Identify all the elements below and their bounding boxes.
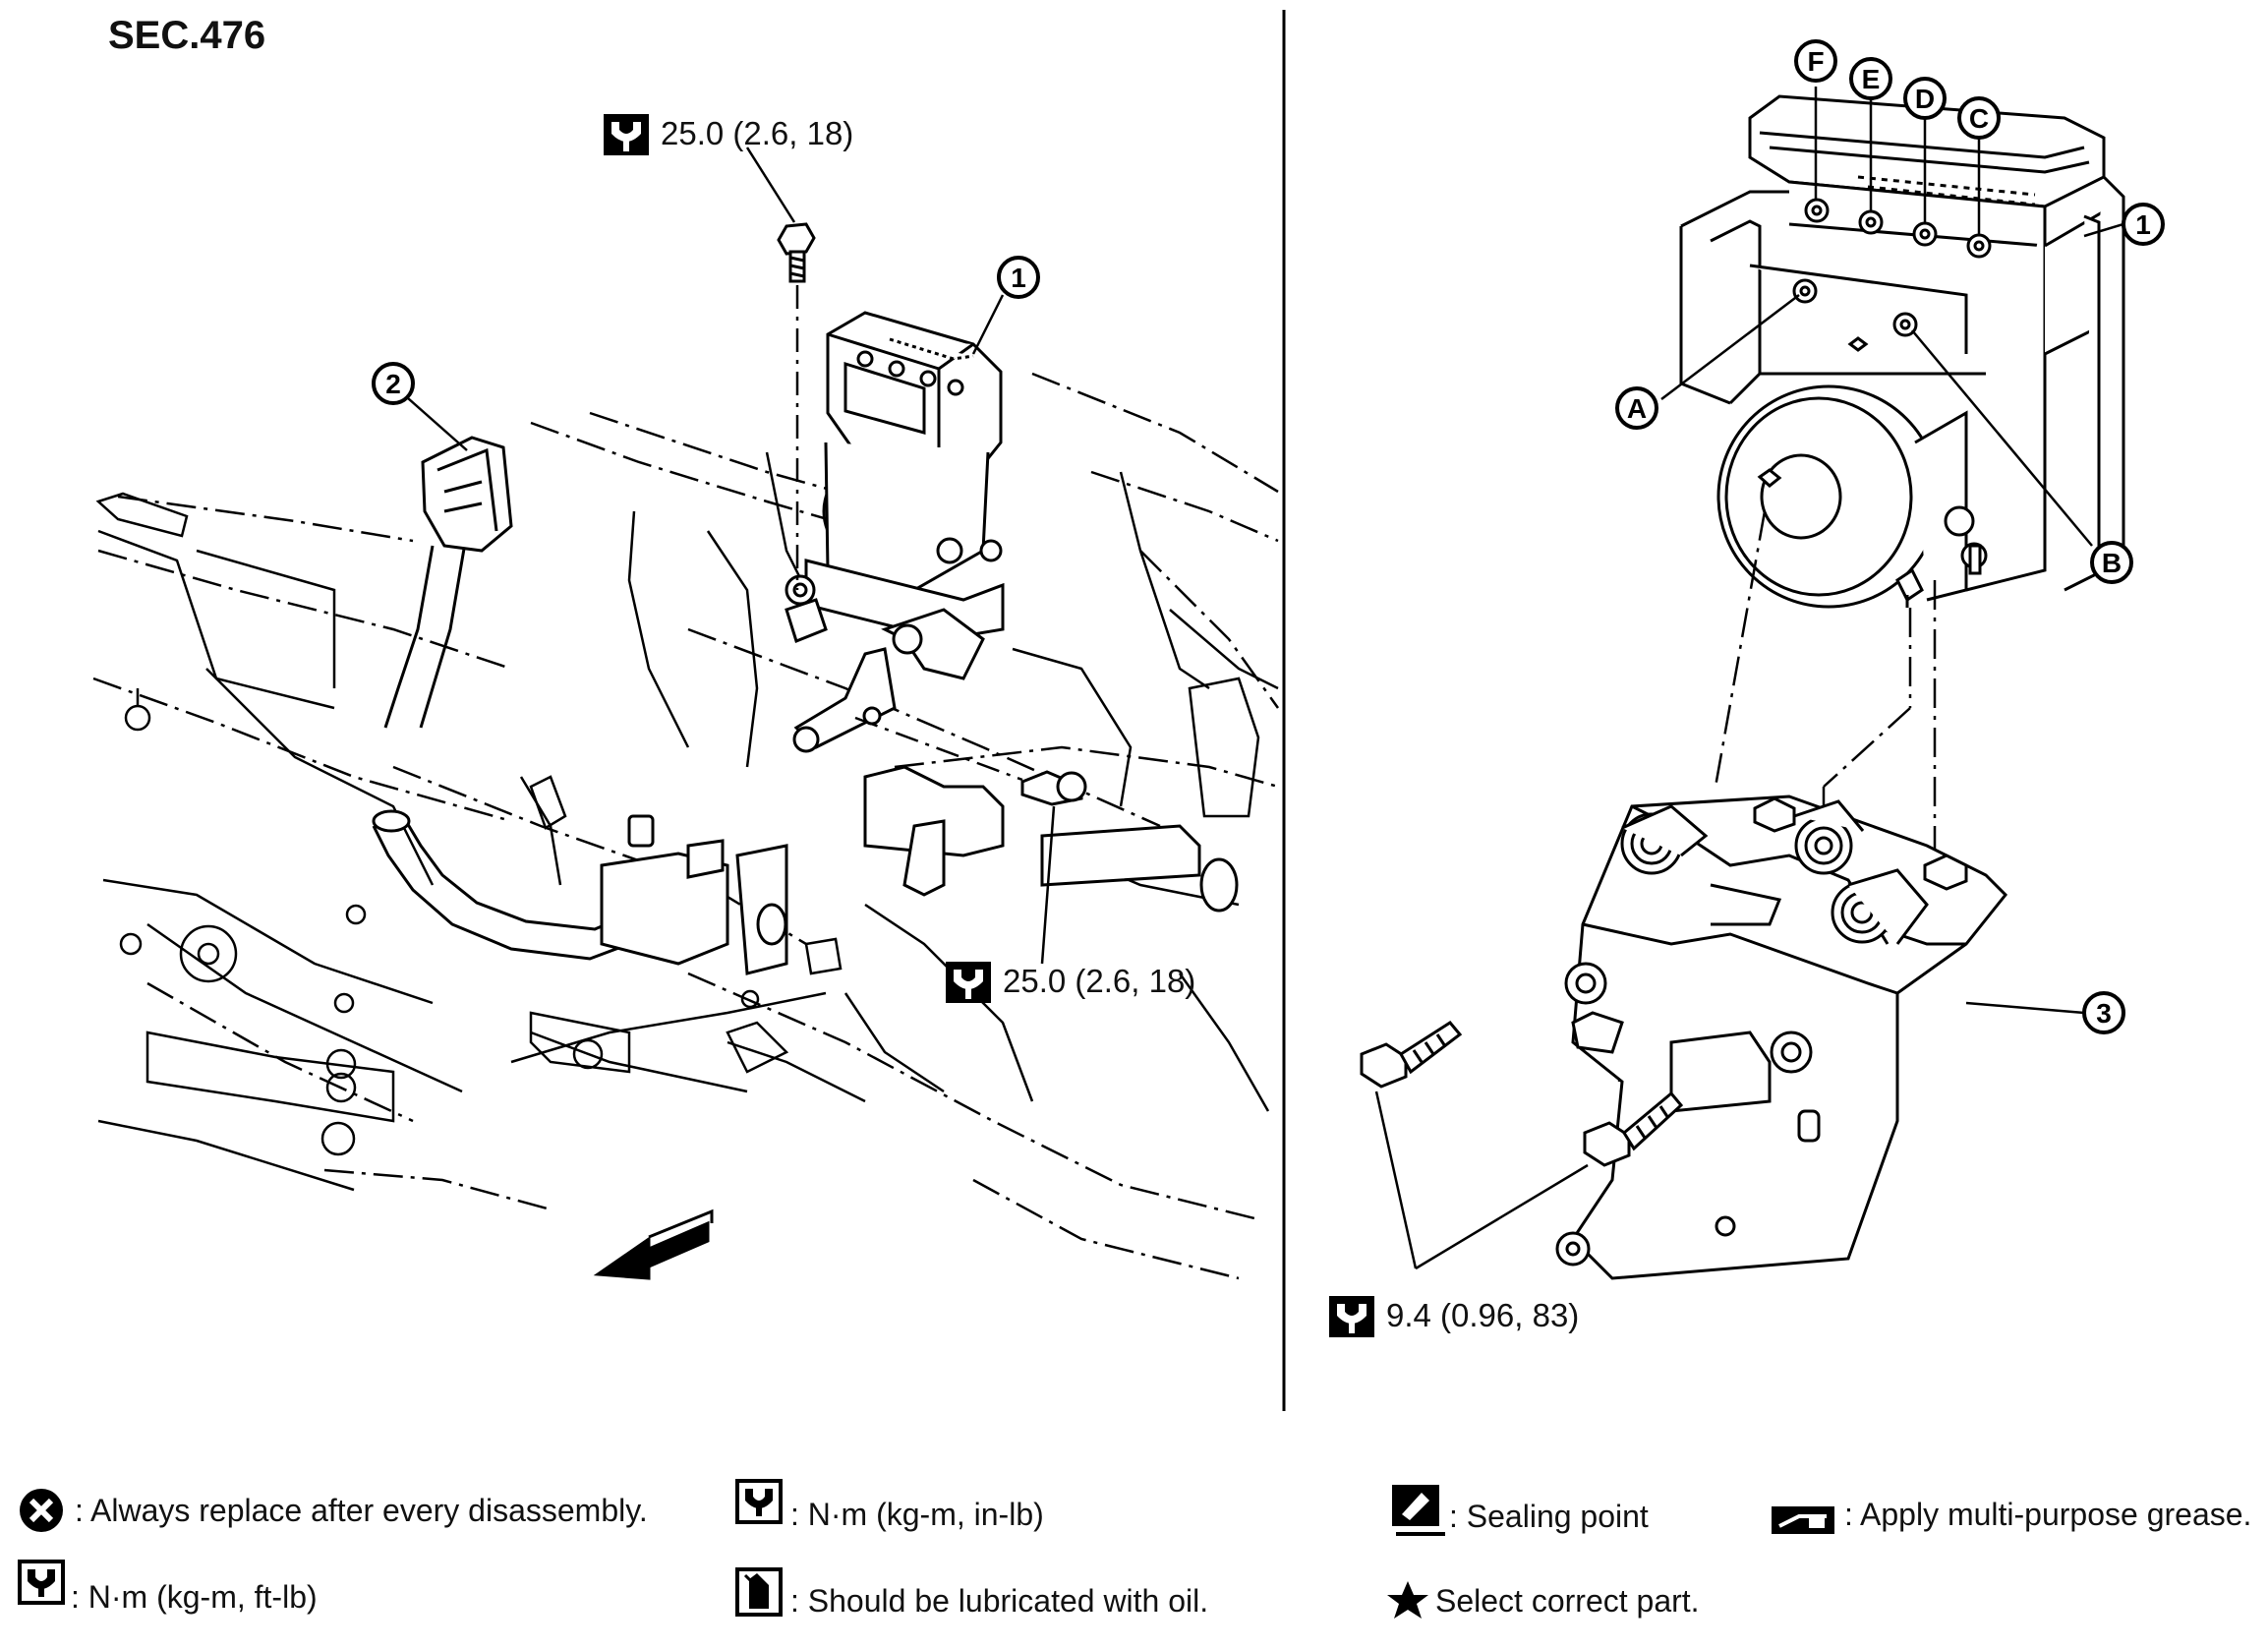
torque-wrench-icon: [735, 1479, 783, 1524]
harness-connector: [383, 436, 513, 729]
torque-spec-middle: 25.0 (2.6, 18): [1003, 963, 1196, 999]
callout-C-label: C: [1969, 103, 1989, 134]
legend-select: Select correct part.: [1435, 1583, 1700, 1619]
sealing-icon: [1392, 1485, 1445, 1536]
legend-sealing: : Sealing point: [1449, 1499, 1649, 1534]
legend-oil: : Should be lubricated with oil.: [790, 1583, 1209, 1619]
callout-B: [2090, 541, 2133, 584]
callout-1-right: [2122, 203, 2165, 246]
top-bolt: [745, 147, 816, 590]
legend-nm-inlb: : N·m (kg-m, in-lb): [790, 1497, 1044, 1532]
vehicle-body-linework: [92, 372, 1280, 1280]
section-label: SEC.476: [108, 14, 266, 57]
callout-3-label: 3: [2096, 998, 2112, 1029]
front-arrow-icon: [593, 1208, 714, 1280]
callout-D: [1903, 77, 1947, 120]
legend-replace: : Always replace after every disassembly…: [75, 1493, 648, 1528]
callout-circles: [372, 39, 2165, 1034]
mounting-bracket-right: [1555, 795, 2008, 1280]
torque-wrench-icon: [604, 114, 649, 155]
callout-E: [1849, 57, 1892, 100]
torque-wrench-icon: [18, 1560, 65, 1605]
torque-spec-top: 25.0 (2.6, 18): [661, 115, 854, 151]
middle-bolt: [854, 716, 1087, 965]
callout-C: [1957, 96, 2001, 140]
right-mounting-bolts: [1360, 1021, 1684, 1167]
callout-1-left-label: 1: [1011, 263, 1026, 293]
callout-E-label: E: [1862, 64, 1881, 94]
oil-icon: [735, 1567, 783, 1617]
callout-A-label: A: [1627, 393, 1647, 424]
left-mounting-bracket: [600, 765, 1239, 975]
callout-2-label: 2: [385, 369, 401, 399]
torque-spec-bottom-right: 9.4 (0.96, 83): [1386, 1297, 1580, 1333]
legend-nm-ftlb: : N·m (kg-m, ft-lb): [71, 1579, 318, 1615]
grease-icon: [1772, 1506, 1834, 1534]
callout-B-label: B: [2102, 548, 2122, 578]
callout-F-label: F: [1807, 46, 1824, 77]
left-callout-leaders: [407, 294, 1005, 451]
callout-F: [1794, 39, 1837, 83]
abs-actuator-right: [1679, 94, 2125, 609]
callout-2: [372, 362, 415, 405]
callout-1-right-label: 1: [2135, 209, 2151, 240]
callout-1-left: [997, 256, 1040, 299]
callout-D-label: D: [1915, 84, 1935, 114]
callout-3: [2082, 991, 2125, 1034]
legend-grease: : Apply multi-purpose grease.: [1844, 1497, 2252, 1532]
right-callout-leaders: [1374, 87, 2124, 1270]
replace-x-icon: [20, 1489, 63, 1532]
star-icon: [1387, 1581, 1428, 1619]
torque-wrench-icon: [1329, 1296, 1374, 1337]
torque-wrench-icon: [946, 962, 991, 1003]
callout-A: [1615, 386, 1658, 430]
brake-hose: [372, 809, 630, 961]
abs-actuator-left: [785, 311, 1005, 753]
